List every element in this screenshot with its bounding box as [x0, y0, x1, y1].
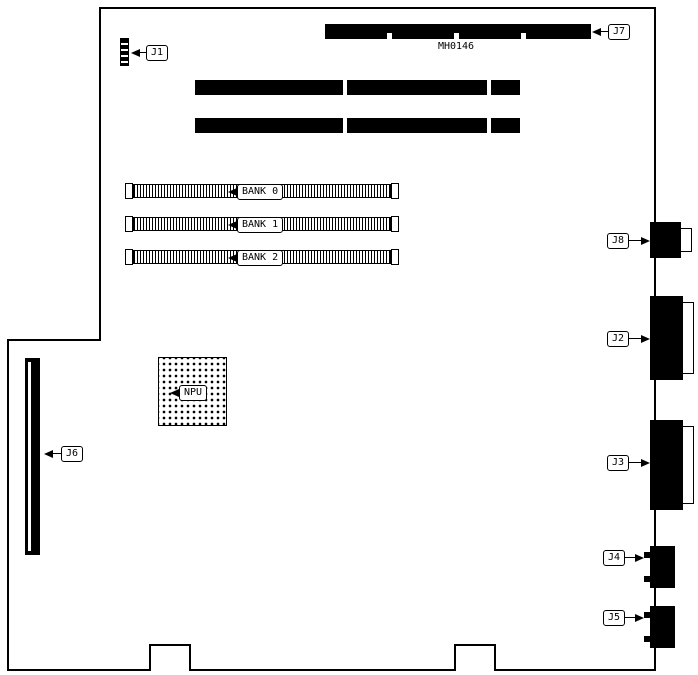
- j8-label: J8: [607, 232, 630, 249]
- j1-connector: [120, 38, 129, 66]
- simm-clip: [125, 249, 133, 265]
- j5-connector: [650, 606, 675, 648]
- callout-j3: J3: [607, 454, 651, 471]
- j7-label: J7: [608, 23, 631, 40]
- arrow-left-icon: [170, 388, 179, 397]
- j4-pin: [644, 576, 650, 582]
- arrow-left-icon: [228, 253, 237, 262]
- arrow-right-icon: [641, 236, 651, 245]
- callout-bank2: BANK 2: [228, 249, 284, 266]
- j1-label: J1: [146, 44, 169, 61]
- j8-connector: [650, 222, 681, 258]
- key-notch: [487, 118, 491, 133]
- simm-clip: [391, 216, 399, 232]
- j5-pin: [644, 612, 650, 618]
- callout-j7: J7: [592, 23, 631, 40]
- arrow-right-icon: [641, 458, 651, 467]
- j5-pin: [644, 636, 650, 642]
- arrow-left-icon: [131, 48, 140, 57]
- j4-pin: [644, 552, 650, 558]
- npu-socket: NPU: [158, 357, 227, 426]
- bank0-label: BANK 0: [237, 183, 284, 200]
- callout-j1: J1: [131, 44, 169, 61]
- arrow-right-icon: [635, 553, 645, 562]
- arrow-left-icon: [44, 449, 53, 458]
- simm-clip: [125, 216, 133, 232]
- key-notch: [454, 33, 459, 39]
- j4-label: J4: [603, 549, 626, 566]
- key-notch: [521, 33, 526, 39]
- j2-shell: [682, 302, 694, 374]
- callout-j6: J6: [44, 445, 84, 462]
- j6-label: J6: [61, 445, 84, 462]
- callout-npu: NPU: [170, 384, 208, 401]
- key-notch: [487, 80, 491, 95]
- bank1-label: BANK 1: [237, 216, 284, 233]
- expansion-slot-2: [195, 118, 520, 133]
- npu-label: NPU: [179, 384, 208, 401]
- j2-connector: [650, 296, 683, 380]
- callout-line: [140, 52, 146, 53]
- callout-line: [53, 453, 61, 454]
- board-part-number: MH0146: [437, 41, 475, 52]
- j7-slot: [325, 24, 591, 39]
- key-notch: [343, 80, 347, 95]
- callout-bank1: BANK 1: [228, 216, 284, 233]
- arrow-left-icon: [228, 187, 237, 196]
- key-notch: [387, 33, 392, 39]
- callout-line: [625, 557, 636, 558]
- arrow-left-icon: [228, 220, 237, 229]
- simm-clip: [391, 183, 399, 199]
- key-notch: [343, 118, 347, 133]
- arrow-left-icon: [592, 27, 601, 36]
- callout-j2: J2: [607, 330, 651, 347]
- j3-connector: [650, 420, 683, 510]
- j3-shell: [682, 426, 694, 504]
- callout-line: [629, 338, 642, 339]
- j5-label: J5: [603, 609, 626, 626]
- callout-line: [625, 617, 636, 618]
- slot-opening: [28, 362, 31, 551]
- simm-clip: [391, 249, 399, 265]
- j8-shell: [680, 228, 692, 252]
- arrow-right-icon: [635, 613, 645, 622]
- callout-bank0: BANK 0: [228, 183, 284, 200]
- j2-label: J2: [607, 330, 630, 347]
- callout-j8: J8: [607, 232, 651, 249]
- callout-line: [629, 462, 642, 463]
- expansion-slot-1: [195, 80, 520, 95]
- callout-j5: J5: [603, 609, 645, 626]
- j4-connector: [650, 546, 675, 588]
- bank2-label: BANK 2: [237, 249, 284, 266]
- arrow-right-icon: [641, 334, 651, 343]
- callout-line: [629, 240, 642, 241]
- simm-clip: [125, 183, 133, 199]
- callout-j4: J4: [603, 549, 645, 566]
- callout-line: [601, 31, 608, 32]
- j6-slot: [25, 358, 40, 555]
- j3-label: J3: [607, 454, 630, 471]
